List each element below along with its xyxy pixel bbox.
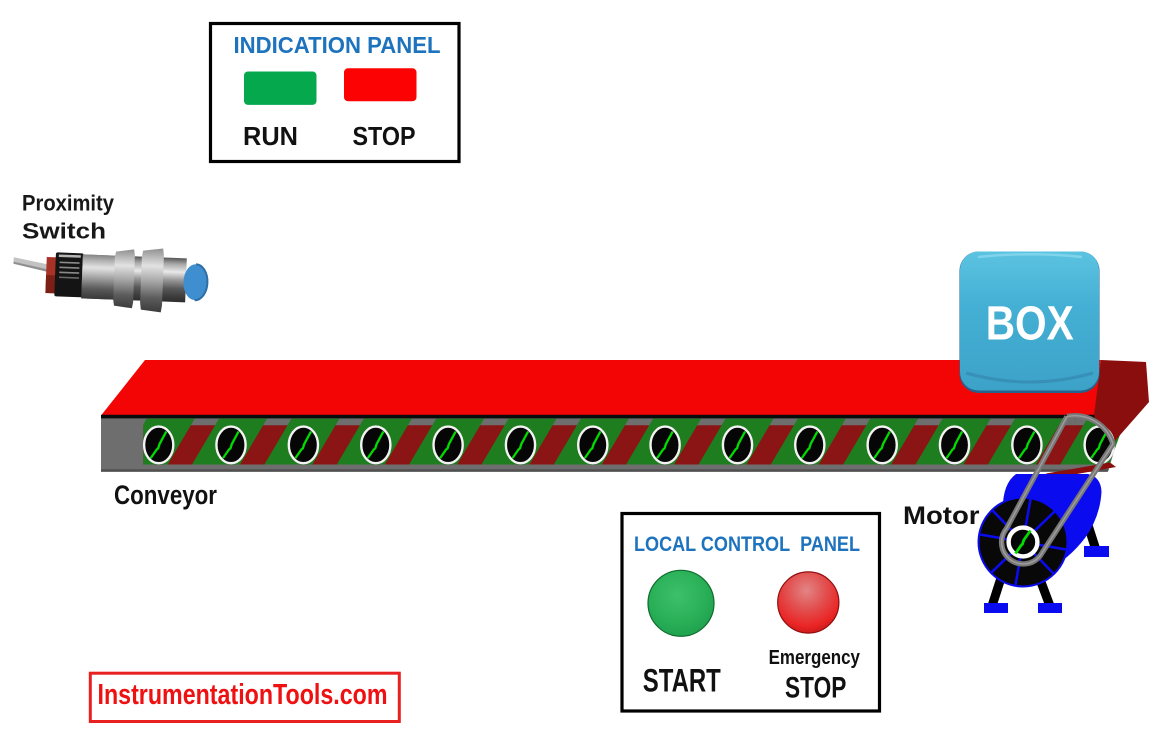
svg-text:Emergency: Emergency: [769, 647, 861, 669]
svg-text:RUN: RUN: [243, 121, 298, 151]
svg-text:LOCAL CONTROL PANEL: LOCAL CONTROL PANEL: [634, 533, 860, 556]
svg-text:INDICATION PANEL: INDICATION PANEL: [234, 32, 441, 58]
svg-text:InstrumentationTools.com: InstrumentationTools.com: [98, 679, 388, 711]
svg-text:Switch: Switch: [22, 219, 106, 244]
svg-text:Motor: Motor: [903, 502, 980, 530]
svg-text:Proximity: Proximity: [22, 191, 115, 216]
svg-text:STOP: STOP: [785, 672, 846, 705]
svg-text:Conveyor: Conveyor: [114, 480, 217, 510]
svg-text:BOX: BOX: [986, 298, 1074, 351]
svg-text:STOP: STOP: [353, 121, 416, 151]
svg-text:START: START: [643, 663, 721, 699]
